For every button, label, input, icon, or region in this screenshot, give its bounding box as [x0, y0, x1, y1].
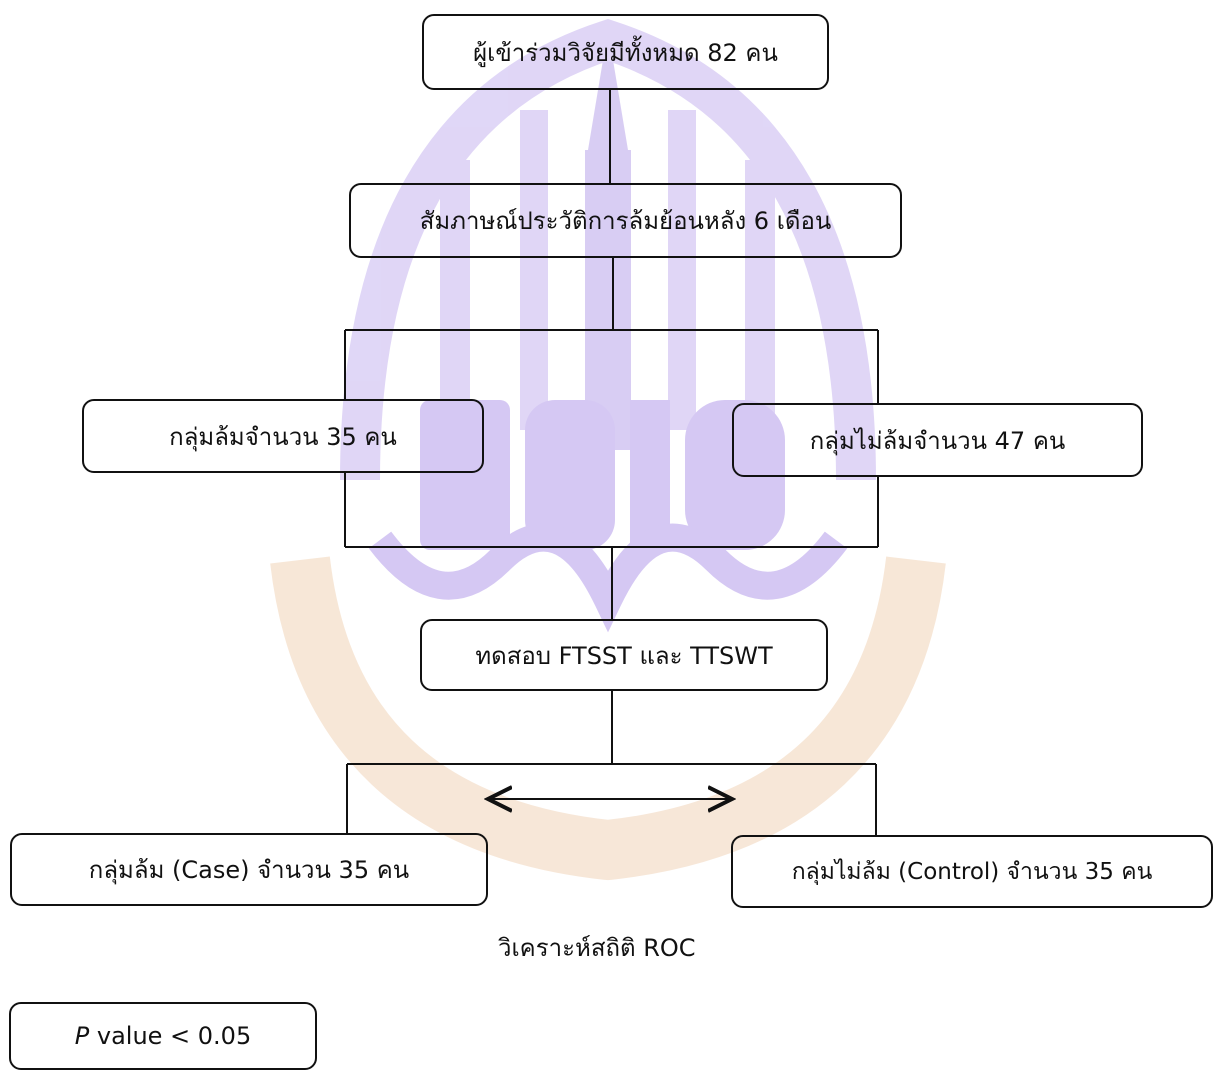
test-label: ทดสอบ FTSST และ TTSWT [475, 641, 773, 670]
control-group-label: กลุ่มไม่ล้ม (Control) จำนวน 35 คน [791, 858, 1153, 885]
control-group-box: กลุ่มไม่ล้ม (Control) จำนวน 35 คน [731, 835, 1213, 908]
analysis-label: วิเคราะห์สถิติ ROC [498, 928, 696, 967]
p-value-box: P value < 0.05 [9, 1002, 317, 1070]
test-box: ทดสอบ FTSST และ TTSWT [420, 619, 828, 691]
interview-box: สัมภาษณ์ประวัติการล้มย้อนหลัง 6 เดือน [349, 183, 902, 258]
fall-group-label: กลุ่มล้มจำนวน 35 คน [169, 422, 397, 451]
nonfall-group-label: กลุ่มไม่ล้มจำนวน 47 คน [809, 426, 1066, 455]
interview-label: สัมภาษณ์ประวัติการล้มย้อนหลัง 6 เดือน [419, 207, 832, 235]
case-group-label: กลุ่มล้ม (Case) จำนวน 35 คน [88, 856, 410, 884]
analysis-text: วิเคราะห์สถิติ ROC [498, 934, 696, 962]
p-symbol: P [74, 1022, 90, 1050]
nonfall-group-box: กลุ่มไม่ล้มจำนวน 47 คน [732, 403, 1143, 477]
participants-label: ผู้เข้าร่วมวิจัยมีทั้งหมด 82 คน [473, 38, 778, 67]
p-value-rest: value < 0.05 [89, 1022, 252, 1050]
case-group-box: กลุ่มล้ม (Case) จำนวน 35 คน [10, 833, 488, 906]
fall-group-box: กลุ่มล้มจำนวน 35 คน [82, 399, 484, 473]
p-value-label: P value < 0.05 [75, 1022, 251, 1050]
participants-box: ผู้เข้าร่วมวิจัยมีทั้งหมด 82 คน [422, 14, 829, 90]
